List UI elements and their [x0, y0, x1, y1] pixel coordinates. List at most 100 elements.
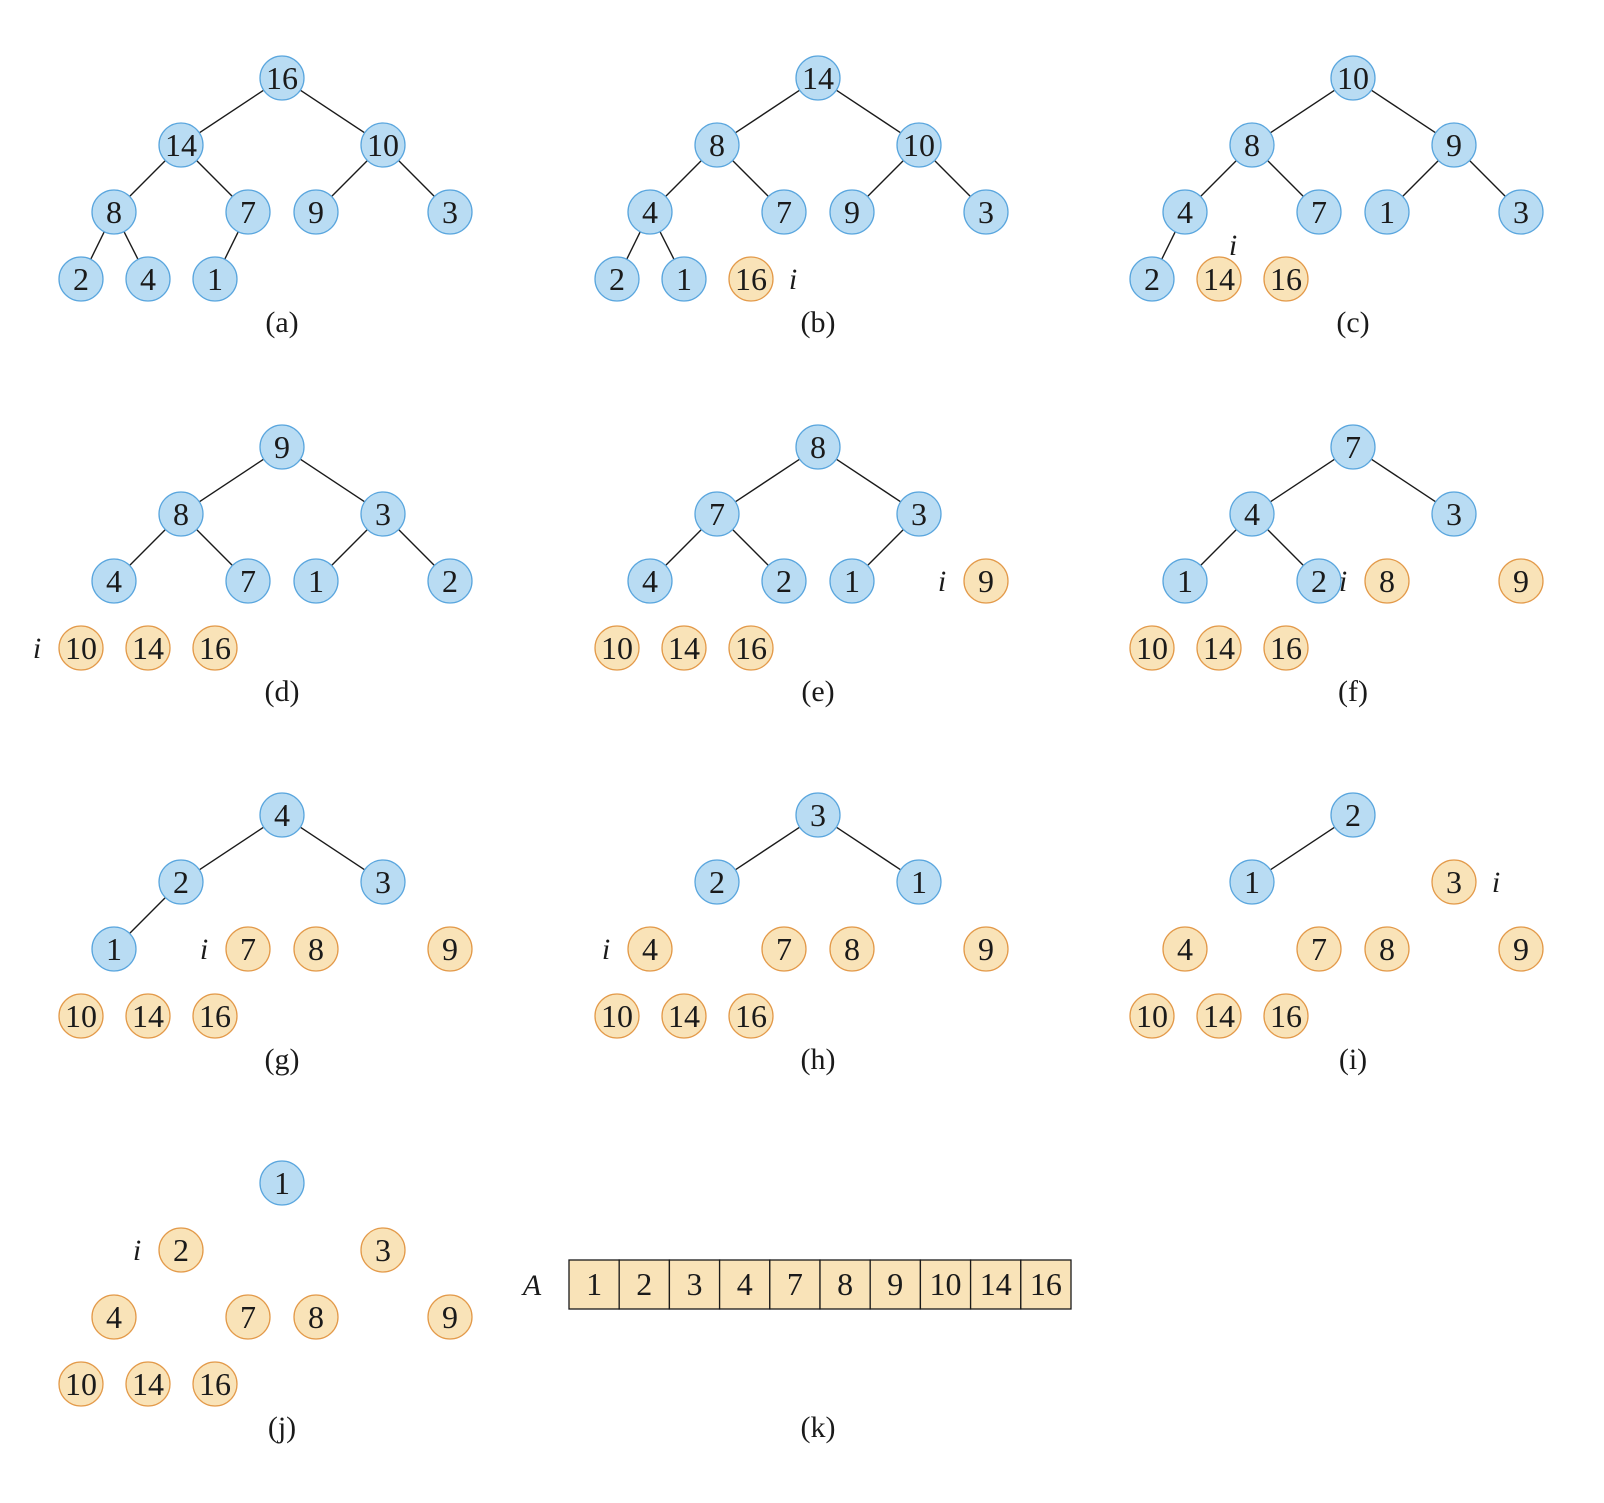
array-cell: 9: [869, 1259, 922, 1310]
node-circle: [1229, 122, 1275, 168]
node-value: 14: [668, 998, 700, 1034]
node-circle: [795, 792, 841, 838]
array-cell-box: [718, 1259, 771, 1310]
sorted-node: 8: [293, 926, 339, 972]
heap-node: 9: [293, 189, 339, 235]
heap-node: 8: [91, 189, 137, 235]
node-circle: [293, 1294, 339, 1340]
tree-edge: [734, 458, 801, 503]
heap-node: 1: [1364, 189, 1410, 235]
array-cell-value: 3: [687, 1266, 703, 1302]
node-circle: [1296, 926, 1342, 972]
node-value: 2: [1345, 797, 1361, 833]
tree-edge: [398, 529, 435, 566]
tree-edge: [934, 160, 971, 197]
sorted-node: 10: [1129, 993, 1175, 1039]
node-value: 4: [1177, 931, 1193, 967]
tree-edge: [626, 231, 641, 260]
node-value: 10: [65, 630, 97, 666]
node-value: 10: [65, 1366, 97, 1402]
sorted-node: 14: [1196, 256, 1242, 302]
tree-edge: [1269, 458, 1336, 503]
heap-node: 8: [694, 122, 740, 168]
node-value: 10: [1337, 60, 1369, 96]
node-value: 2: [776, 563, 792, 599]
node-circle: [158, 1227, 204, 1273]
node-circle: [627, 558, 673, 604]
node-circle: [1296, 558, 1342, 604]
heap-node: 7: [1296, 189, 1342, 235]
node-value: 16: [735, 630, 767, 666]
node-value: 1: [844, 563, 860, 599]
node-value: 16: [735, 261, 767, 297]
array-cell-box: [819, 1259, 871, 1310]
node-circle: [761, 926, 807, 972]
node-circle: [1162, 926, 1208, 972]
array-cell: 4: [718, 1259, 771, 1310]
node-value: 14: [132, 1366, 164, 1402]
tree-edge: [196, 160, 233, 197]
node-value: 1: [1177, 563, 1193, 599]
sorted-node: 4: [91, 1294, 137, 1340]
node-circle: [1162, 558, 1208, 604]
array-cell: 1: [568, 1259, 620, 1310]
node-value: 4: [1244, 496, 1260, 532]
sorted-node: 8: [293, 1294, 339, 1340]
node-circle: [1330, 792, 1376, 838]
node-circle: [360, 491, 406, 537]
node-value: 3: [375, 864, 391, 900]
node-value: 4: [1177, 194, 1193, 230]
sorted-node: 14: [1196, 625, 1242, 671]
sorted-node: 10: [594, 993, 640, 1039]
node-circle: [91, 926, 137, 972]
sorted-node: 9: [427, 926, 473, 972]
node-value: 7: [240, 194, 256, 230]
sorted-node: 8: [829, 926, 875, 972]
heap-node: 9: [1431, 122, 1477, 168]
node-value: 9: [978, 931, 994, 967]
node-circle: [1431, 859, 1477, 905]
sorted-node: 2: [158, 1227, 204, 1273]
tree-edge: [835, 458, 902, 503]
array-cell-box: [568, 1259, 620, 1310]
node-circle: [1263, 256, 1309, 302]
node-circle: [829, 926, 875, 972]
node-circle: [1498, 558, 1544, 604]
sorted-node: 16: [1263, 625, 1309, 671]
node-value: 14: [132, 630, 164, 666]
sorted-node: 16: [1263, 256, 1309, 302]
node-value: 4: [106, 563, 122, 599]
node-value: 9: [274, 429, 290, 465]
array-cell-value: 16: [1030, 1266, 1062, 1302]
node-value: 7: [240, 1299, 256, 1335]
node-circle: [91, 558, 137, 604]
node-circle: [58, 1361, 104, 1407]
node-value: 7: [240, 931, 256, 967]
tree-edge: [198, 89, 265, 134]
array-cell: 14: [969, 1259, 1022, 1310]
heap-node: 9: [829, 189, 875, 235]
node-circle: [896, 122, 942, 168]
node-value: 2: [1311, 563, 1327, 599]
node-circle: [694, 491, 740, 537]
node-circle: [360, 1227, 406, 1273]
index-label-i: i: [200, 933, 208, 966]
panel-caption: (e): [801, 675, 834, 708]
node-value: 3: [375, 496, 391, 532]
sorted-node: 7: [225, 926, 271, 972]
tree-edge: [867, 529, 904, 566]
array-cell: 8: [819, 1259, 871, 1310]
node-value: 1: [1379, 194, 1395, 230]
tree-edge: [835, 89, 902, 134]
tree-edge: [398, 160, 435, 197]
node-circle: [694, 122, 740, 168]
node-value: 2: [609, 261, 625, 297]
node-value: 1: [308, 563, 324, 599]
node-value: 2: [173, 1232, 189, 1268]
node-circle: [1498, 189, 1544, 235]
node-circle: [761, 189, 807, 235]
node-circle: [259, 424, 305, 470]
tree-edge: [1269, 89, 1336, 134]
node-value: 2: [1144, 261, 1160, 297]
